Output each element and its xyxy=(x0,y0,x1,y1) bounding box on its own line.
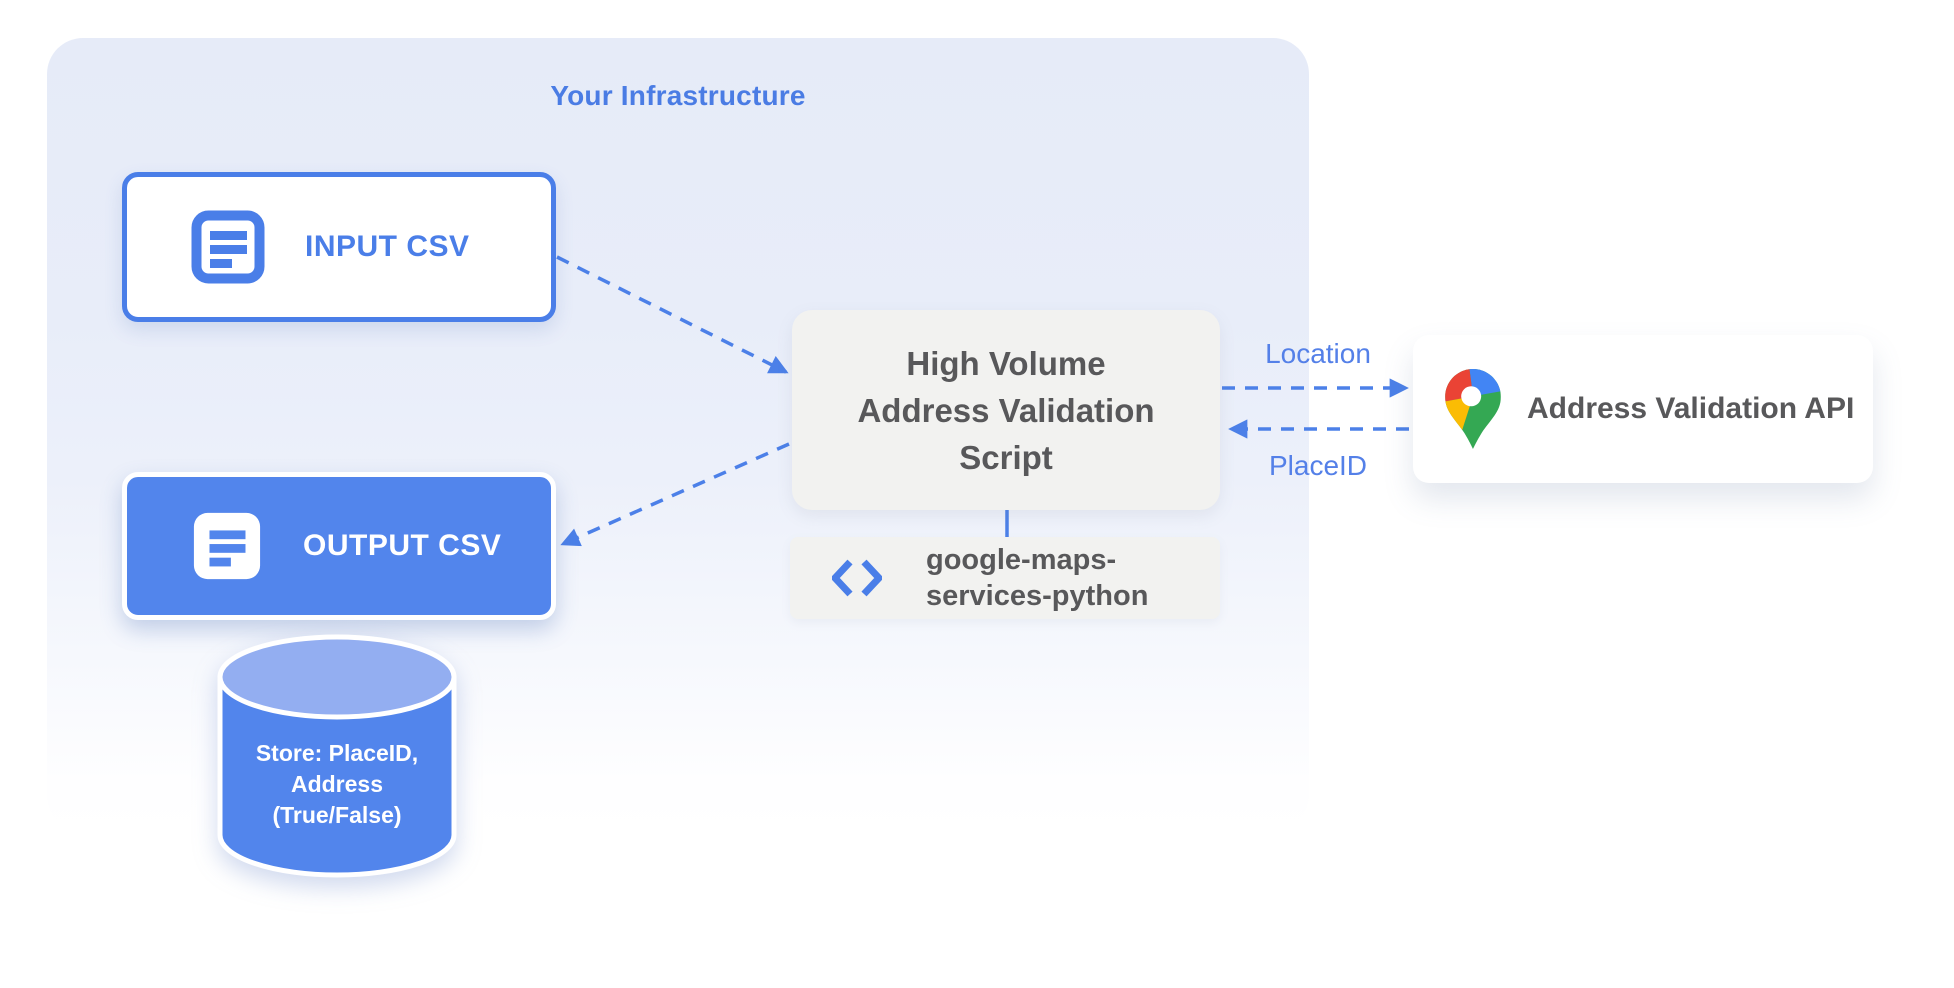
infrastructure-title: Your Infrastructure xyxy=(550,80,806,111)
script-label: Address Validation xyxy=(857,391,1155,429)
script-label: Script xyxy=(959,438,1053,476)
code-brackets-icon xyxy=(832,559,882,597)
script-node: High Volume Address Validation Script xyxy=(792,310,1220,510)
output-csv-node: OUTPUT CSV xyxy=(122,472,556,620)
api-label: Address Validation API xyxy=(1527,392,1855,425)
api-node: Address Validation API xyxy=(1413,335,1873,483)
input-csv-label: INPUT CSV xyxy=(305,230,470,263)
output-csv-label: OUTPUT CSV xyxy=(303,529,502,562)
location-label: Location xyxy=(1265,338,1371,369)
datastore-label: Store: PlaceID, Address (True/False) xyxy=(255,740,419,828)
google-maps-pin-icon xyxy=(1445,369,1501,449)
input-csv-node: INPUT CSV xyxy=(122,172,556,322)
library-node: google-maps- services-python xyxy=(790,537,1220,619)
library-label: google-maps- services-python xyxy=(926,544,1149,612)
document-lines-icon xyxy=(193,512,261,580)
placeid-label: PlaceID xyxy=(1268,450,1368,481)
document-lines-icon xyxy=(191,210,265,284)
datastore-cylinder xyxy=(217,634,457,878)
script-label: High Volume xyxy=(906,344,1106,382)
